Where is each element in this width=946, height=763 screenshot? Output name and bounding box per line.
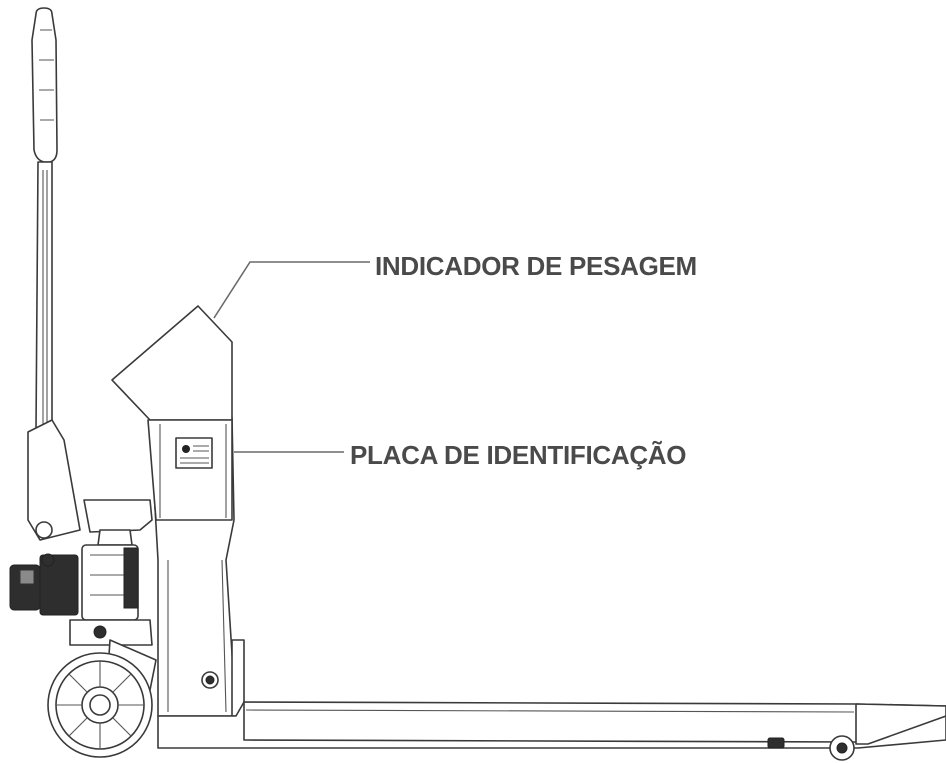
weighing-indicator-label: INDICADOR DE PESAGEM [375,251,697,281]
fork-chassis [157,701,946,761]
handle-tiller [27,7,81,541]
hydraulic-pump [9,499,157,691]
weighing-indicator [111,305,233,521]
steering-wheel [47,652,153,758]
identification-plate-label: PLACA DE IDENTIFICAÇÃO [350,440,687,470]
indicator-leader-line [213,261,370,319]
identification-plate [175,437,213,469]
